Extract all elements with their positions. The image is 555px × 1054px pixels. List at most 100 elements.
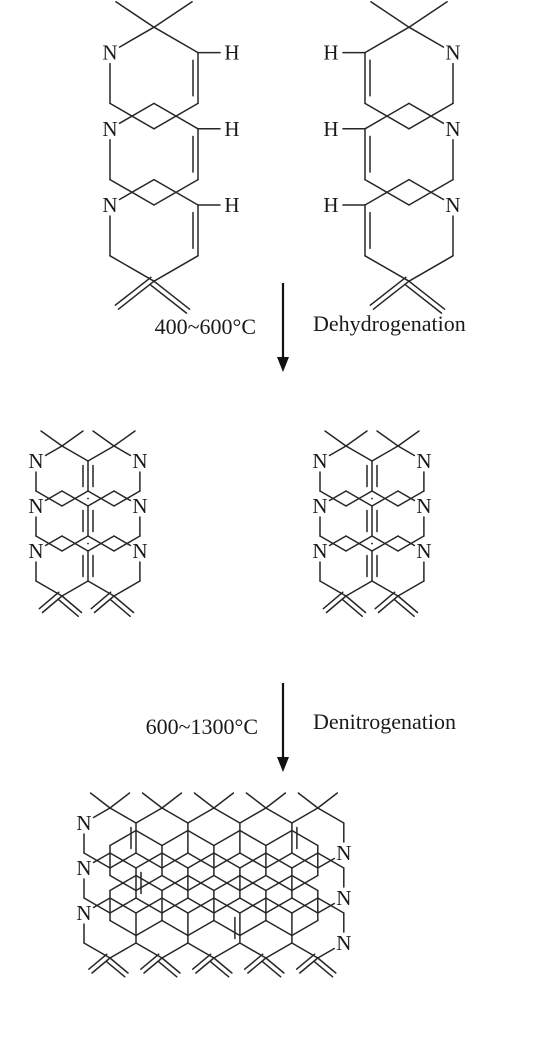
product-terminal-double-bond — [91, 957, 111, 974]
graphitic-carbon-ring-bond — [265, 942, 293, 959]
graphitic-carbon-ring-bond — [161, 897, 189, 914]
graphitic-carbon-ring-bond — [291, 852, 319, 869]
precursor-right-terminal-double-bond — [372, 280, 410, 310]
graphitic-carbon-ring-bond — [265, 919, 293, 937]
product-terminal-double-bond — [109, 957, 129, 974]
precursor-right-hydrogen-1: H — [323, 41, 338, 65]
precursor-left-nitrogen-2: N — [102, 117, 117, 141]
graphitic-carbon-ring-bond — [161, 829, 189, 847]
product-terminal-double-bond — [106, 961, 126, 978]
product-nitrogen-2: N — [76, 856, 91, 880]
graphitic-carbon-ring-bond — [187, 874, 215, 892]
graphitic-carbon-ring-bond — [291, 807, 319, 824]
graphitic-carbon-ring-bond — [239, 874, 267, 892]
graphitic-carbon-ring-bond — [291, 942, 319, 959]
intermediate-right-ring-bond — [397, 580, 425, 597]
precursor-right-ring-bond — [364, 102, 410, 130]
graphitic-carbon-ring-bond — [161, 919, 189, 937]
intermediate-right-terminal-double-bond — [397, 595, 419, 614]
intermediate-right-ring-bond — [345, 535, 373, 552]
intermediate-right-nitrogen-right-2: N — [416, 494, 431, 518]
precursor-right-terminal-double-bond — [408, 280, 446, 310]
product-terminal-double-bond — [265, 957, 285, 974]
product-nitrogen-3: N — [76, 901, 91, 925]
intermediate-right-methyl-bond — [397, 430, 420, 447]
intermediate-right-nitrogen-left-3: N — [312, 539, 327, 563]
precursor-right-hydrogen-3: H — [323, 193, 338, 217]
graphitic-carbon-ring-bond — [109, 942, 137, 959]
product-nitrogen-6: N — [336, 931, 351, 955]
intermediate-right-ring-bond — [397, 490, 416, 502]
intermediate-left-methyl-bond — [113, 430, 136, 447]
product-methyl-bond — [89, 792, 111, 809]
graphitic-carbon-ring-bond — [92, 852, 111, 864]
precursor-left-ring-bond — [118, 26, 155, 48]
graphitic-carbon-ring-bond — [213, 919, 241, 937]
graphitic-carbon-ring-bond — [213, 807, 241, 824]
product-terminal-double-bond — [191, 953, 212, 970]
product-methyl-bond — [265, 792, 287, 809]
precursor-left-nitrogen-1: N — [102, 41, 117, 65]
graphitic-carbon-ring-bond — [317, 852, 345, 869]
graphitic-carbon-ring-bond — [161, 942, 189, 959]
graphitic-carbon-ring-bond — [187, 919, 215, 937]
product-methyl-bond — [213, 792, 235, 809]
graphitic-carbon-ring-bond — [291, 919, 319, 937]
intermediate-right-terminal-double-bond — [393, 599, 415, 618]
precursor-right-nitrogen-1: N — [445, 41, 460, 65]
precursor-left-ring-bond — [118, 102, 155, 125]
intermediate-left-ring-bond — [113, 490, 132, 502]
intermediate-right-terminal-double-bond — [345, 595, 367, 614]
product-terminal-double-bond — [195, 957, 215, 974]
intermediate-left-terminal-double-bond — [61, 595, 83, 614]
intermediate-left-terminal-double-bond — [38, 591, 60, 610]
product-methyl-bond — [245, 792, 267, 809]
graphitic-carbon-ring-bond — [291, 897, 319, 914]
intermediate-left-terminal-double-bond — [109, 599, 131, 618]
precursor-right-terminal-double-bond — [405, 284, 443, 314]
precursor-left-ring-bond — [153, 102, 199, 130]
intermediate-left-methyl-bond — [61, 430, 84, 447]
intermediate-right-nitrogen-left-1: N — [312, 449, 327, 473]
graphitic-carbon-ring-bond — [291, 829, 319, 847]
graphitic-carbon-ring-bond — [213, 874, 241, 892]
product-methyl-bond — [297, 792, 319, 809]
graphitic-carbon-ring-bond — [213, 852, 241, 869]
graphitic-carbon-ring-bond — [239, 807, 267, 824]
intermediate-left-nitrogen-left-3: N — [28, 539, 43, 563]
product-methyl-bond — [193, 792, 215, 809]
product-terminal-double-bond — [295, 953, 316, 970]
intermediate-left-nitrogen-right-3: N — [132, 539, 147, 563]
graphitic-carbon-ring-bond — [135, 919, 163, 937]
intermediate-right-ring-bond — [371, 490, 399, 507]
product-methyl-bond — [109, 792, 131, 809]
intermediate-right-ring-bond — [397, 535, 416, 547]
precursor-right-nitrogen-3: N — [445, 193, 460, 217]
precursor-right-ring-bond — [408, 178, 445, 201]
intermediate-left-ring-bond — [87, 490, 115, 507]
intermediate-left-nitrogen-right-1: N — [132, 449, 147, 473]
intermediate-left-nitrogen-left-2: N — [28, 494, 43, 518]
graphitic-carbon-ring-bond — [135, 852, 163, 869]
product-terminal-double-bond — [243, 953, 264, 970]
process-label-dehydrogenation: Dehydrogenation — [313, 311, 466, 336]
precursor-left-hydrogen-3: H — [224, 193, 239, 217]
intermediate-left-terminal-double-bond — [90, 591, 112, 610]
graphitic-carbon-ring-bond — [161, 874, 189, 892]
graphitic-carbon-ring-bond — [92, 897, 111, 909]
intermediate-right-methyl-bond — [376, 430, 399, 447]
graphitic-carbon-ring-bond — [265, 897, 293, 914]
intermediate-right-nitrogen-right-3: N — [416, 539, 431, 563]
intermediate-left-ring-bond — [44, 535, 63, 547]
intermediate-left-ring-bond — [61, 490, 89, 507]
graphitic-carbon-ring-bond — [213, 942, 241, 959]
graphitic-carbon-ring-bond — [187, 807, 215, 824]
intermediate-left-methyl-bond — [40, 430, 63, 447]
precursor-left-terminal-double-bond — [114, 276, 152, 306]
intermediate-right-terminal-double-bond — [322, 591, 344, 610]
arrow-dehydrogenation — [277, 283, 289, 372]
graphitic-carbon-ring-bond — [161, 807, 189, 824]
graphitic-carbon-ring-bond — [187, 897, 215, 914]
precursor-right-ring-bond — [408, 102, 445, 125]
